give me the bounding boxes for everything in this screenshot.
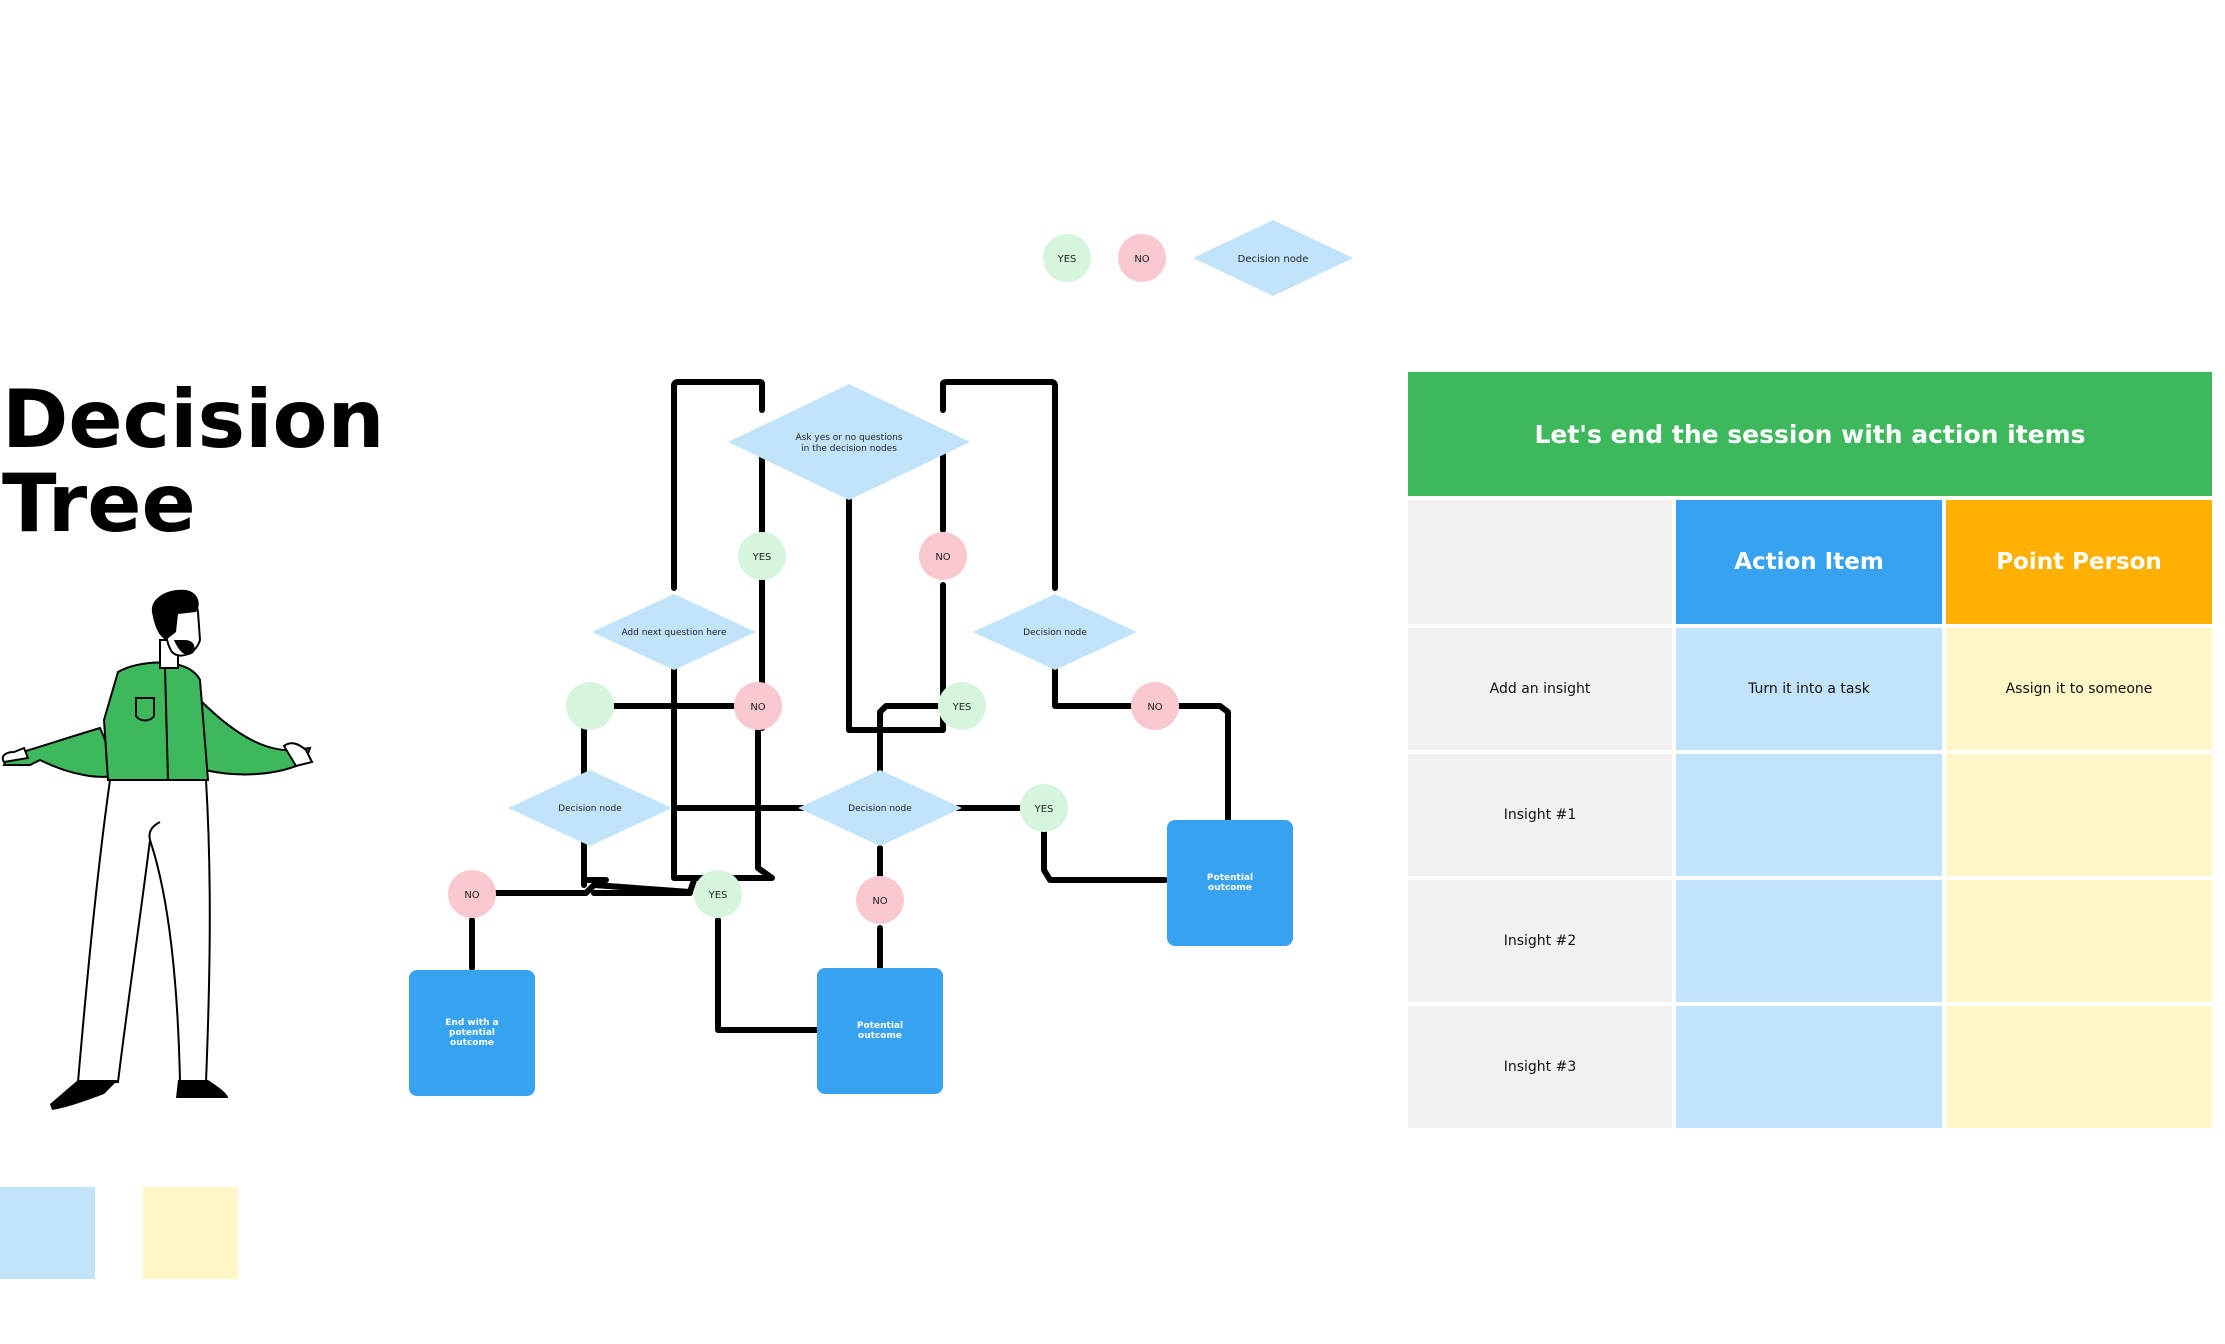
column-header-action-item[interactable]: Action Item <box>1676 500 1942 624</box>
legend: YES NO Decision node <box>1043 220 1353 296</box>
answer-nodes: YES NO NO YES NO YES NO YES NO <box>448 532 1179 924</box>
decision-nodes: Ask yes or no questions in the decision … <box>508 384 1137 846</box>
root-decision-text-1: Ask yes or no questions <box>795 433 902 443</box>
legend-no-label: NO <box>1134 254 1149 265</box>
header-empty-cell[interactable] <box>1408 500 1672 624</box>
connectors <box>469 379 1231 1033</box>
outcome-box-center[interactable] <box>817 968 943 1094</box>
legend-yes-label: YES <box>1057 254 1077 265</box>
legend-yes-node <box>1043 234 1091 282</box>
action-item-cell[interactable] <box>1676 1006 1942 1128</box>
action-item-cell[interactable]: Turn it into a task <box>1676 628 1942 750</box>
outcome-box-right[interactable] <box>1167 820 1293 946</box>
yes-node-label: YES <box>1034 804 1054 815</box>
action-item-cell[interactable] <box>1676 880 1942 1002</box>
outcome-center-text-2: outcome <box>858 1031 902 1041</box>
column-header-point-person[interactable]: Point Person <box>1946 500 2212 624</box>
person-illustration <box>1 589 314 1110</box>
no-node-label: NO <box>872 896 887 907</box>
yes-node-label: YES <box>708 890 728 901</box>
outcome-center-text-1: Potential <box>857 1021 903 1031</box>
insight-cell[interactable]: Add an insight <box>1408 628 1672 750</box>
yes-node-label: YES <box>752 552 772 563</box>
no-node <box>919 532 967 580</box>
decision-node-left[interactable] <box>508 770 672 846</box>
no-node <box>448 870 496 918</box>
outcome-right-text-1: Potential <box>1207 873 1253 883</box>
page-title: Decision Tree <box>2 378 384 546</box>
point-person-cell[interactable] <box>1946 1006 2212 1128</box>
yellow-sticky-note[interactable] <box>143 1187 238 1279</box>
outcome-right-text-2: outcome <box>1208 883 1252 893</box>
point-person-cell[interactable]: Assign it to someone <box>1946 628 2212 750</box>
yes-node <box>1020 784 1068 832</box>
action-items-table: Let's end the session with action items … <box>1408 372 2212 1128</box>
decision-node-center[interactable] <box>798 770 962 846</box>
point-person-cell[interactable] <box>1946 880 2212 1002</box>
end-outcome-text-2: potential <box>449 1028 495 1038</box>
decision-node-left-text: Decision node <box>558 804 622 814</box>
end-outcome-box[interactable] <box>409 970 535 1096</box>
outcome-nodes: Potential outcome Potential outcome End … <box>409 820 1293 1096</box>
yes-node <box>938 682 986 730</box>
end-outcome-text-3: outcome <box>450 1038 494 1048</box>
insight-cell[interactable]: Insight #1 <box>1408 754 1672 876</box>
root-decision-node[interactable] <box>728 384 970 500</box>
table-header: Let's end the session with action items <box>1408 372 2212 496</box>
legend-decision-node <box>1193 220 1353 296</box>
no-node-label: NO <box>935 552 950 563</box>
yes-node <box>694 870 742 918</box>
yes-node <box>738 532 786 580</box>
decision-node-right-top-text: Decision node <box>1023 628 1087 638</box>
blue-sticky-note[interactable] <box>0 1187 95 1279</box>
title-line-2: Tree <box>2 457 196 550</box>
yes-node-label: YES <box>952 702 972 713</box>
legend-no-node <box>1118 234 1166 282</box>
no-node-label: NO <box>1147 702 1162 713</box>
insight-cell[interactable]: Insight #3 <box>1408 1006 1672 1128</box>
decision-node-center-text: Decision node <box>848 804 912 814</box>
title-line-1: Decision <box>2 373 385 466</box>
next-question-text: Add next question here <box>621 628 727 638</box>
point-person-cell[interactable] <box>1946 754 2212 876</box>
no-node <box>856 876 904 924</box>
decision-node-right-top[interactable] <box>973 594 1137 670</box>
action-item-cell[interactable] <box>1676 754 1942 876</box>
yes-node <box>566 682 614 730</box>
next-question-decision-node[interactable] <box>592 594 756 670</box>
end-outcome-text-1: End with a <box>445 1018 498 1028</box>
legend-decision-label: Decision node <box>1238 254 1309 265</box>
root-decision-text-2: in the decision nodes <box>801 444 897 454</box>
no-node-label: NO <box>464 890 479 901</box>
no-node <box>734 682 782 730</box>
no-node <box>1131 682 1179 730</box>
no-node-label: NO <box>750 702 765 713</box>
insight-cell[interactable]: Insight #2 <box>1408 880 1672 1002</box>
